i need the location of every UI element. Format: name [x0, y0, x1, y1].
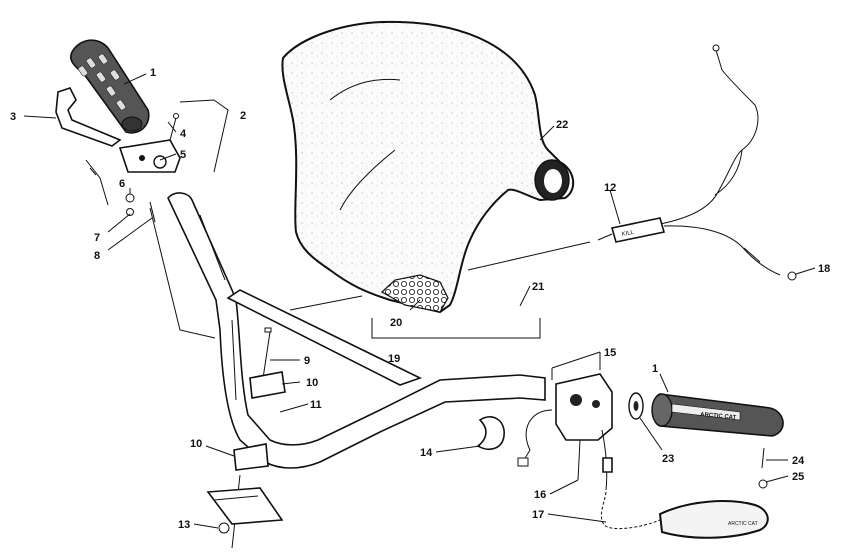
callout-9: 9	[304, 355, 310, 367]
callout-2: 2	[240, 110, 246, 122]
callout-12: 12	[604, 182, 616, 194]
callout-18: 18	[818, 263, 830, 275]
throttle-cable: KILL	[597, 44, 797, 281]
tether-tag-lettering: ARCTIC CAT	[728, 521, 758, 527]
tether-cord: ARCTIC CAT	[600, 491, 769, 539]
callout-20: 20	[390, 317, 402, 329]
switch-label: KILL	[621, 230, 635, 238]
throttle-assembly	[55, 87, 181, 223]
leader-lines	[23, 73, 816, 529]
callout-21: 21	[532, 281, 544, 293]
pad-foam-insert	[380, 274, 449, 313]
callout-22: 22	[556, 119, 568, 131]
handlebar-pad	[281, 20, 575, 314]
callout-10b: 10	[190, 438, 202, 450]
callout-16: 16	[534, 489, 546, 501]
callout-1: 1	[150, 67, 156, 79]
callout-13: 13	[178, 519, 190, 531]
callout-10a: 10	[306, 377, 318, 389]
callout-11: 11	[310, 399, 322, 411]
right-grip: ARCTIC CAT	[651, 393, 784, 437]
callout-19: 19	[388, 353, 400, 365]
callout-6: 6	[119, 178, 125, 190]
callout-labels: 1 2 3 4 5 6 7 8 9 10 11 10 12 13 14 15 1…	[10, 67, 830, 531]
handlebar-clamps	[218, 327, 286, 534]
callout-23: 23	[662, 453, 674, 465]
callout-8: 8	[94, 250, 100, 262]
callout-15: 15	[604, 347, 616, 359]
callout-4: 4	[180, 128, 187, 140]
switch-housing	[517, 373, 613, 491]
callout-24: 24	[792, 455, 805, 467]
callout-1b: 1	[652, 363, 658, 375]
handlebar	[167, 192, 546, 469]
callout-5: 5	[180, 149, 186, 161]
left-grip	[69, 39, 150, 134]
callout-7: 7	[94, 232, 100, 244]
steering-stem	[206, 474, 284, 549]
callout-25: 25	[792, 471, 804, 483]
callout-14: 14	[420, 447, 433, 459]
right-grip-lettering: ARCTIC CAT	[700, 412, 737, 421]
nut	[758, 479, 768, 489]
callout-3: 3	[10, 111, 16, 123]
clip-ring	[476, 416, 505, 450]
callout-17: 17	[532, 509, 544, 521]
